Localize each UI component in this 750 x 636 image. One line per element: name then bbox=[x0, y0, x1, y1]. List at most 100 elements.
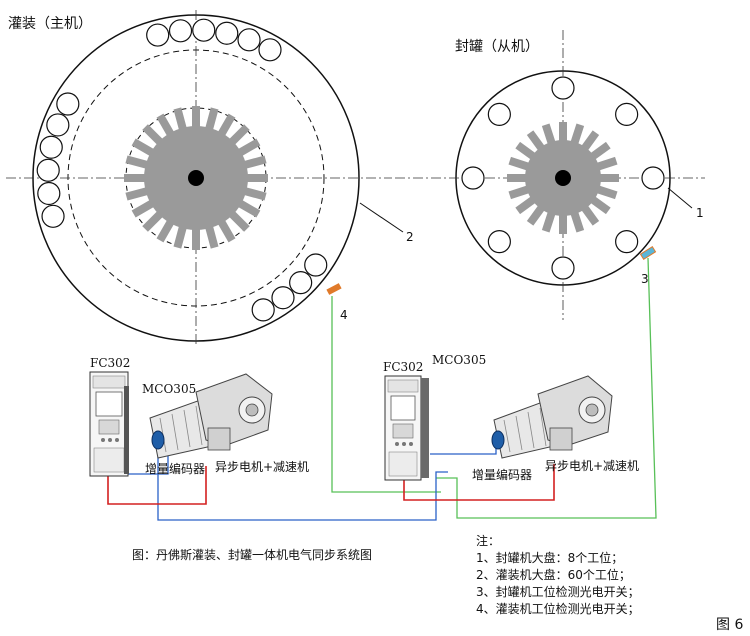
master-pocket bbox=[251, 298, 275, 322]
motor-right-label: 异步电机+减速机 bbox=[545, 459, 640, 473]
slave-sensor-icon bbox=[639, 246, 657, 260]
master-pocket bbox=[37, 181, 61, 206]
callout-4: 4 bbox=[340, 308, 348, 322]
notes-block: 注： 1、封罐机大盘：8个工位； 2、灌装机大盘：60个工位； 3、封罐机工位检… bbox=[476, 533, 640, 618]
gear-tooth bbox=[526, 203, 546, 226]
notes-title: 注： bbox=[476, 534, 501, 548]
fc302-left-label: FC302 bbox=[90, 356, 131, 370]
gear-tooth bbox=[245, 174, 268, 182]
slave-pocket bbox=[615, 102, 639, 126]
mco305-right-label: MCO305 bbox=[432, 353, 487, 367]
gear-tooth bbox=[227, 209, 250, 232]
gear-tooth bbox=[131, 199, 156, 218]
wire-motor-left bbox=[107, 466, 207, 505]
gear-tooth bbox=[588, 141, 611, 161]
callout-3: 3 bbox=[641, 272, 649, 286]
fc302-right-label: FC302 bbox=[383, 360, 424, 374]
gear-tooth bbox=[192, 106, 200, 129]
motor-left-icon bbox=[149, 373, 273, 459]
drive-right bbox=[384, 375, 429, 481]
gear-tooth bbox=[125, 155, 150, 170]
master-pocket bbox=[168, 19, 193, 43]
gear-tooth bbox=[227, 124, 250, 147]
encoder-right-label: 增量编码器 bbox=[472, 468, 533, 482]
gear-tooth bbox=[559, 122, 567, 143]
gear-tooth bbox=[541, 123, 556, 146]
master-pocket bbox=[304, 253, 328, 277]
callout-line-2 bbox=[359, 202, 404, 233]
gear-tooth bbox=[580, 203, 600, 226]
gear-tooth bbox=[217, 113, 236, 138]
gear-tooth bbox=[508, 185, 531, 200]
master-pocket bbox=[258, 38, 282, 62]
gear-tooth bbox=[508, 156, 531, 171]
gear-tooth bbox=[204, 107, 219, 132]
master-pocket bbox=[56, 92, 80, 116]
drive-left bbox=[89, 371, 129, 477]
gear-tooth bbox=[515, 141, 538, 161]
gear-tooth bbox=[204, 224, 219, 249]
wire-encoder-right bbox=[430, 444, 497, 455]
diagram-caption: 图：丹佛斯灌装、封罐一体机电气同步系统图 bbox=[132, 548, 373, 562]
callout-2: 2 bbox=[406, 230, 414, 244]
motor-left-label: 异步电机+减速机 bbox=[215, 460, 310, 474]
master-pocket bbox=[289, 271, 313, 295]
master-pocket bbox=[192, 18, 216, 42]
gear-tooth bbox=[217, 218, 236, 243]
master-pocket bbox=[271, 286, 295, 310]
gear-tooth bbox=[515, 195, 538, 215]
gear-tooth bbox=[142, 124, 165, 147]
note-item-1: 1、封罐机大盘：8个工位； bbox=[476, 551, 624, 565]
wire-sensor3 bbox=[436, 257, 657, 519]
gear-tooth bbox=[156, 218, 175, 243]
gear-tooth bbox=[192, 227, 200, 250]
slave-hub bbox=[555, 170, 571, 186]
gear-tooth bbox=[242, 186, 267, 201]
gear-tooth bbox=[142, 209, 165, 232]
master-pocket bbox=[46, 113, 70, 137]
master-pocket bbox=[41, 204, 65, 228]
gear-tooth bbox=[236, 199, 261, 218]
master-pocket bbox=[36, 158, 60, 182]
gear-tooth bbox=[559, 213, 567, 234]
gear-tooth bbox=[595, 156, 618, 171]
slave-pockets bbox=[461, 76, 665, 280]
callout-1: 1 bbox=[696, 206, 704, 220]
slave-pocket bbox=[551, 256, 575, 280]
mco305-left-label: MCO305 bbox=[142, 382, 197, 396]
master-pocket bbox=[237, 28, 261, 52]
slave-pocket bbox=[615, 230, 639, 254]
gear-tooth bbox=[242, 155, 267, 170]
encoder-left-label: 增量编码器 bbox=[145, 462, 206, 476]
wire-motor-right bbox=[403, 464, 555, 501]
gear-tooth bbox=[526, 130, 546, 153]
gear-tooth bbox=[570, 123, 585, 146]
master-title: 灌装（主机） bbox=[8, 16, 92, 32]
slave-pocket bbox=[461, 166, 485, 190]
motor-right-icon bbox=[491, 375, 613, 459]
gear-tooth bbox=[507, 174, 528, 182]
gear-tooth bbox=[125, 186, 150, 201]
callout-line-1 bbox=[667, 187, 693, 209]
gear-tooth bbox=[173, 224, 188, 249]
master-pocket bbox=[146, 23, 170, 47]
gear-tooth bbox=[236, 138, 261, 157]
gear-tooth bbox=[173, 107, 188, 132]
slave-pocket bbox=[641, 166, 665, 190]
note-item-3: 3、封罐机工位检测光电开关； bbox=[476, 585, 640, 599]
master-hub bbox=[188, 170, 204, 186]
gear-tooth bbox=[588, 195, 611, 215]
gear-tooth bbox=[156, 113, 175, 138]
wire-sync bbox=[157, 446, 448, 521]
note-item-2: 2、灌装机大盘：60个工位； bbox=[476, 568, 631, 582]
master-pocket bbox=[39, 135, 63, 159]
slave-pocket bbox=[487, 102, 511, 126]
gear-tooth bbox=[131, 138, 156, 157]
slave-pocket bbox=[551, 76, 575, 100]
gear-tooth bbox=[598, 174, 619, 182]
gear-tooth bbox=[580, 130, 600, 153]
gear-tooth bbox=[595, 185, 618, 200]
master-pocket bbox=[215, 21, 239, 45]
figure-number: 图 6 bbox=[716, 617, 744, 633]
